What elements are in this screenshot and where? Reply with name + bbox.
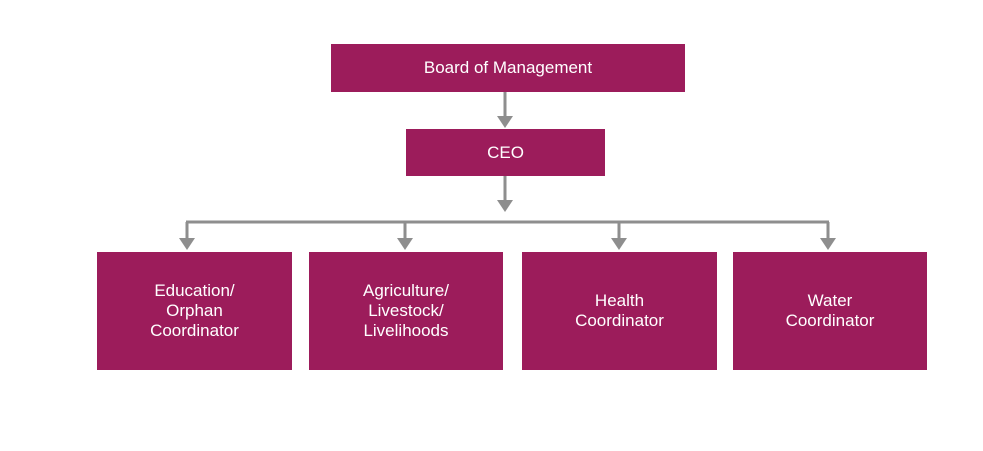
education-orphan-coordinator-box: Education/ Orphan Coordinator — [97, 252, 292, 370]
arrowhead-health — [611, 238, 627, 250]
board-of-management-box: Board of Management — [331, 44, 685, 92]
arrowhead-ceo-to-bus — [497, 200, 513, 212]
arrowhead-water — [820, 238, 836, 250]
arrowhead-board-to-ceo — [497, 116, 513, 128]
health-coordinator-label: Health Coordinator — [575, 291, 664, 330]
ceo-label: CEO — [487, 142, 524, 162]
water-coordinator-label: Water Coordinator — [785, 291, 875, 330]
arrowhead-education — [179, 238, 195, 250]
health-coordinator-box: Health Coordinator — [522, 252, 717, 370]
ceo-box: CEO — [406, 129, 605, 176]
agriculture-livestock-livelihoods-label: Agriculture/ Livestock/ Livelihoods — [363, 281, 449, 340]
education-orphan-coordinator-label: Education/ Orphan Coordinator — [150, 281, 239, 340]
arrowhead-agriculture — [397, 238, 413, 250]
board-of-management-label: Board of Management — [423, 58, 593, 77]
agriculture-livestock-livelihoods-box: Agriculture/ Livestock/ Livelihoods — [309, 252, 503, 370]
water-coordinator-box: Water Coordinator — [733, 252, 927, 370]
